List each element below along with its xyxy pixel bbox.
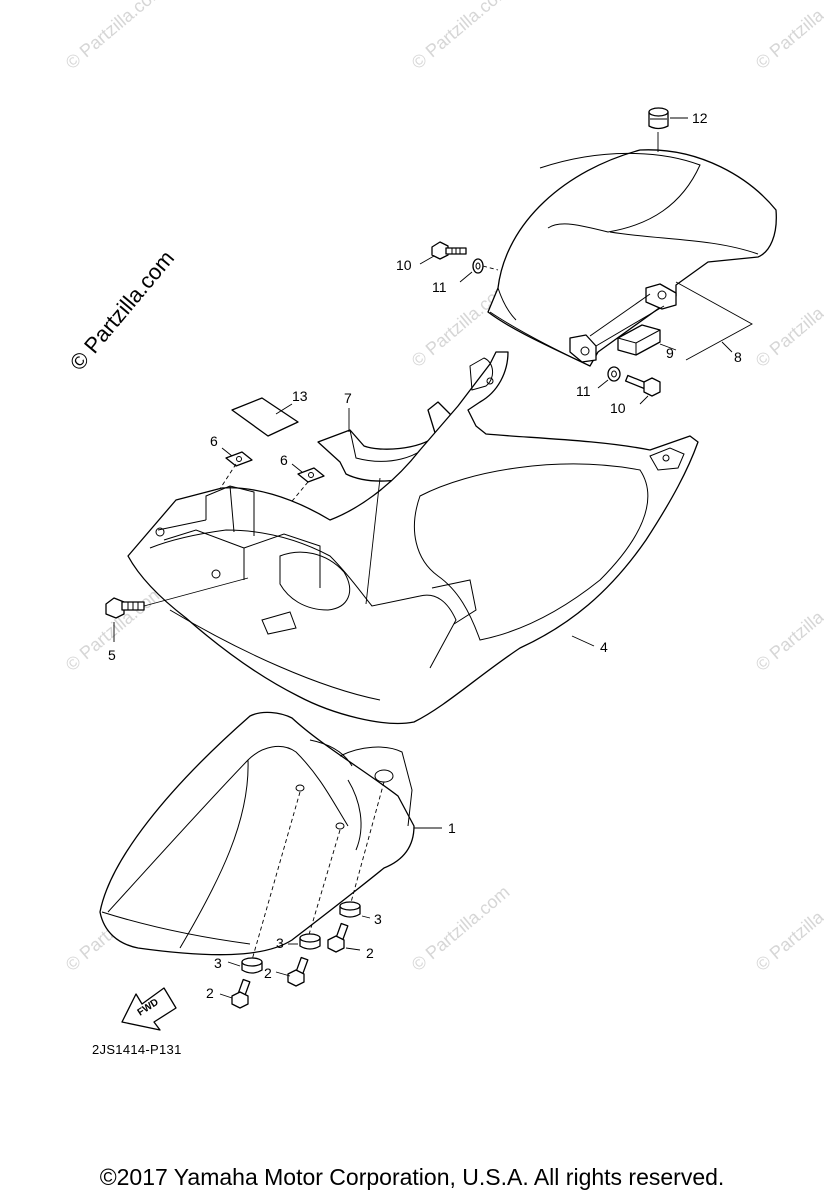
callout-10-lower: 10	[610, 400, 626, 416]
prominent-watermark: © Partzilla.com	[65, 246, 179, 376]
callout-4: 4	[600, 639, 608, 655]
part-8-rear-fender[interactable]	[487, 149, 777, 367]
part-3-collar-left[interactable]	[241, 957, 263, 974]
callout-2-left: 2	[206, 985, 214, 1001]
callout-3-left: 3	[214, 955, 222, 971]
watermark-text: © Partzilla.com	[752, 0, 824, 73]
callout-11-lower: 11	[576, 383, 591, 399]
callout-11-upper: 11	[432, 279, 447, 295]
callout-2-middle: 2	[264, 965, 272, 981]
part-6-nut-right[interactable]	[297, 467, 325, 483]
part-2-bolt-middle[interactable]	[287, 956, 309, 987]
callout-10-upper: 10	[396, 257, 412, 273]
watermark-text: © Partzilla.com	[752, 582, 824, 675]
part-4-body-cover[interactable]	[127, 351, 699, 725]
part-13-label[interactable]	[231, 397, 299, 437]
part-10-bolt-upper[interactable]	[431, 241, 467, 260]
callout-6-right: 6	[280, 452, 288, 468]
callout-12: 12	[692, 110, 708, 126]
watermark-text: © Partzilla.com	[408, 882, 514, 975]
part-6-nut-left[interactable]	[225, 451, 253, 467]
callout-3-right: 3	[374, 911, 382, 927]
part-9-damper[interactable]	[617, 324, 661, 356]
part-10-bolt-lower[interactable]	[624, 374, 661, 397]
part-3-collar-right[interactable]	[339, 901, 361, 918]
watermark-text: © Partzilla.com	[62, 0, 168, 73]
watermark-text: © Partzilla.com	[408, 0, 514, 73]
callout-7: 7	[344, 390, 352, 406]
copyright-notice: ©2017 Yamaha Motor Corporation, U.S.A. A…	[99, 1164, 725, 1190]
part-2-bolt-right[interactable]	[327, 922, 349, 953]
fwd-arrow: FWD	[121, 987, 177, 1031]
part-11-washer-lower[interactable]	[607, 366, 621, 382]
part-3-collar-middle[interactable]	[299, 933, 321, 950]
part-2-bolt-left[interactable]	[231, 978, 251, 1009]
diagram-code: 2JS1414-P131	[92, 1042, 182, 1057]
part-1-front-fender[interactable]	[99, 711, 415, 956]
callout-5: 5	[108, 647, 116, 663]
callout-13: 13	[292, 388, 308, 404]
watermark-text: © Partzilla.com	[752, 278, 824, 371]
part-11-washer-upper[interactable]	[472, 258, 484, 274]
callout-9: 9	[666, 345, 674, 361]
callout-3-middle: 3	[276, 935, 284, 951]
callout-8: 8	[734, 349, 742, 365]
callout-1: 1	[448, 820, 456, 836]
callout-6-left: 6	[210, 433, 218, 449]
watermark-text: © Partzilla.com	[752, 882, 824, 975]
part-12-grommet[interactable]	[648, 107, 669, 130]
callout-2-right: 2	[366, 945, 374, 961]
